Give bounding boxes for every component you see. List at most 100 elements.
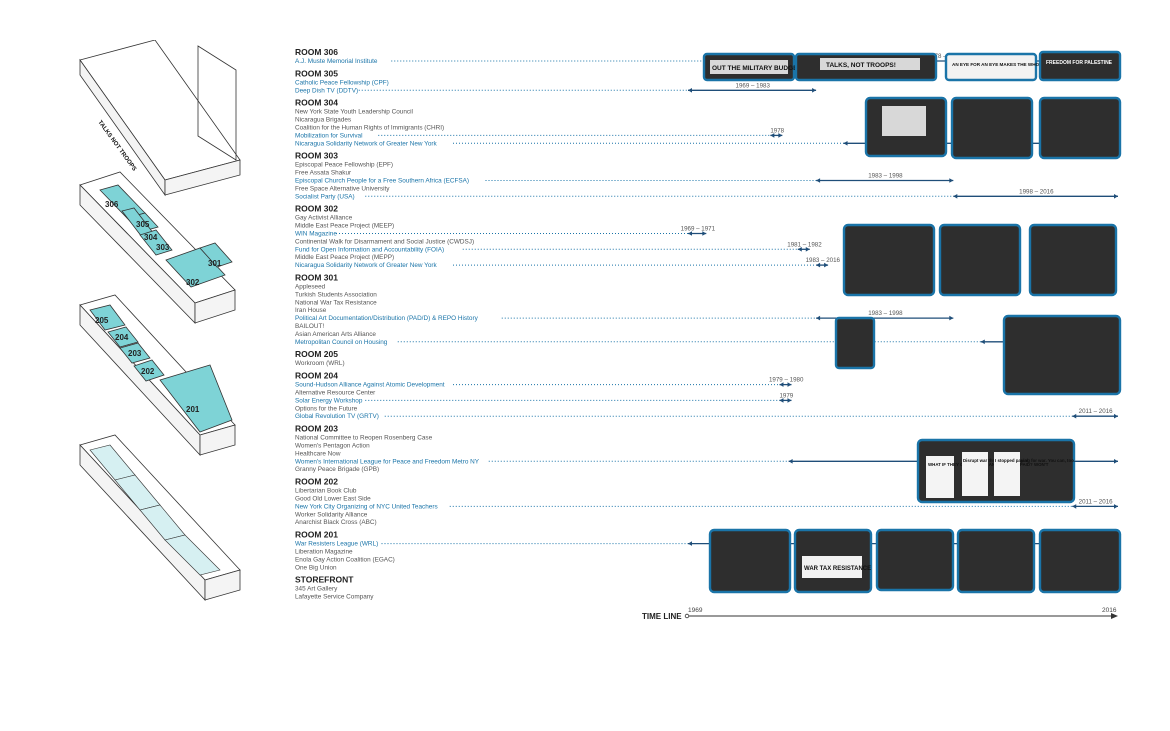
ground-floor — [79, 434, 241, 602]
arrowhead-start — [816, 178, 821, 183]
arrowhead-end — [702, 231, 707, 236]
year-range: 1979 – 1980 — [769, 377, 804, 384]
org-name: Sound-Hudson Alliance Against Atomic Dev… — [295, 382, 445, 389]
org-name: Free Assata Shakur — [295, 170, 352, 177]
arrowhead-end — [824, 262, 829, 268]
caption-203c: I stopped paying for war. You can, too. — [995, 458, 1075, 463]
arrowhead-start — [816, 315, 821, 321]
photo-room-201: WAR TAX RESISTANCE — [708, 528, 1122, 594]
iso-room-205: 205 — [95, 316, 109, 325]
org-name: Socialist Party (USA) — [295, 193, 355, 200]
org-name: Workroom (WRL) — [295, 360, 345, 367]
axis-start-marker — [684, 613, 690, 619]
org-name: Women's International League for Peace a… — [295, 458, 480, 465]
org-name: Options for the Future — [295, 405, 358, 412]
room-title: ROOM 303 — [295, 151, 338, 161]
caption-306a: OUT THE MILITARY BUDGET — [712, 65, 801, 72]
org-name: WIN Magazine — [295, 231, 337, 238]
year-range: 2011 – 2016 — [1079, 498, 1114, 505]
org-name: Deep Dish TV (DDTV) — [295, 87, 358, 94]
arrowhead-start — [788, 459, 793, 464]
arrowhead-start — [770, 133, 775, 138]
org-name: Catholic Peace Fellowship (CPF) — [295, 79, 389, 86]
org-name: One Big Union — [295, 564, 337, 571]
org-name: Worker Solidarity Alliance — [295, 511, 368, 518]
org-name: Enola Gay Action Coalition (EGAC) — [295, 556, 395, 563]
iso-room-301: 301 — [208, 259, 222, 268]
org-name: Alternative Resource Center — [295, 390, 376, 397]
org-name: Mobilization for Survival — [295, 132, 362, 139]
axis-arrowhead — [1111, 613, 1118, 619]
iso-room-203: 203 — [128, 349, 142, 358]
floor-3: 306 305 304 303 302 301 — [79, 171, 236, 324]
org-name: Global Revolution TV (GRTV) — [295, 413, 379, 420]
org-name: Iran House — [295, 307, 327, 314]
org-name: War Resisters League (WRL) — [295, 541, 378, 548]
org-name: Nicaragua Solidarity Network of Greater … — [295, 140, 438, 147]
caption-201b: WAR TAX RESISTANCE — [804, 566, 871, 572]
caption-306c: AN EYE FOR AN EYE MAKES THE WHOLE WORLD … — [952, 62, 1080, 67]
arrowhead-end — [805, 247, 810, 252]
arrowhead-start — [688, 541, 692, 546]
room-title: ROOM 201 — [295, 530, 338, 540]
arrowhead-end — [949, 315, 954, 321]
org-name: Appleseed — [295, 284, 326, 291]
org-name: Episcopal Peace Fellowship (EPF) — [295, 162, 393, 169]
arrowhead-end — [787, 398, 792, 403]
caption-203a: WHAT IF THEY GAVE A WAR AND NOBODY PAID?… — [928, 462, 1049, 467]
year-range: 2011 – 2016 — [1079, 408, 1114, 415]
org-name: Free Space Alternative University — [295, 185, 390, 192]
arrowhead-start — [953, 194, 958, 199]
arrowhead-start — [980, 339, 985, 345]
arrowhead-end — [787, 382, 792, 387]
photo-room-301 — [834, 314, 1122, 396]
org-name: Granny Peace Brigade (GPB) — [295, 466, 379, 473]
arrowhead-start — [688, 231, 692, 236]
arrowhead-start — [688, 88, 692, 93]
org-name: National War Tax Resistance — [295, 299, 377, 306]
arrowhead-start — [797, 247, 802, 252]
year-range: 1969 – 1983 — [736, 82, 771, 89]
org-name: Asian American Arts Alliance — [295, 331, 376, 338]
org-name: National Committee to Reopen Rosenberg C… — [295, 435, 433, 442]
room-title: ROOM 302 — [295, 204, 338, 214]
org-name: BAILOUT! — [295, 323, 324, 330]
caption-306b: TALKS, NOT TROOPS! — [826, 62, 896, 69]
arrowhead-start — [1072, 413, 1077, 419]
org-name: Nicaragua Brigades — [295, 117, 351, 124]
year-range: 1969 – 1971 — [681, 226, 716, 233]
arrowhead-start — [779, 382, 784, 387]
year-range: 1983 – 1998 — [868, 173, 903, 180]
org-name: Liberation Magazine — [295, 549, 353, 556]
iso-room-204: 204 — [115, 333, 129, 342]
arrowhead-end — [812, 88, 817, 93]
org-name: 345 Art Gallery — [295, 586, 338, 593]
iso-room-306: 306 — [105, 200, 119, 209]
arrowhead-start — [843, 141, 848, 146]
iso-room-201: 201 — [186, 405, 200, 414]
org-name: Gay Activist Alliance — [295, 215, 353, 222]
arrowhead-end — [949, 178, 954, 183]
room-title: ROOM 204 — [295, 371, 338, 381]
org-name: Healthcare Now — [295, 450, 341, 457]
org-name: Episcopal Church People for a Free South… — [295, 178, 469, 185]
org-name: Continental Walk for Disarmament and Soc… — [295, 238, 474, 245]
photo-room-203: WHAT IF THEY GAVE A WAR AND NOBODY PAID?… — [916, 438, 1076, 504]
iso-room-304: 304 — [144, 233, 158, 242]
arrowhead-start — [1072, 504, 1077, 509]
iso-room-303: 303 — [156, 243, 170, 252]
year-range: 1978 — [770, 127, 784, 134]
room-title: ROOM 305 — [295, 68, 338, 78]
photo-room-306: OUT THE MILITARY BUDGET TALKS, NOT TROOP… — [702, 50, 1122, 82]
year-range: 1998 – 2016 — [1019, 188, 1054, 195]
caption-306d: FREEDOM FOR PALESTINE — [1046, 60, 1113, 66]
room-title: STOREFRONT — [295, 575, 354, 585]
room-title: ROOM 304 — [295, 98, 338, 108]
